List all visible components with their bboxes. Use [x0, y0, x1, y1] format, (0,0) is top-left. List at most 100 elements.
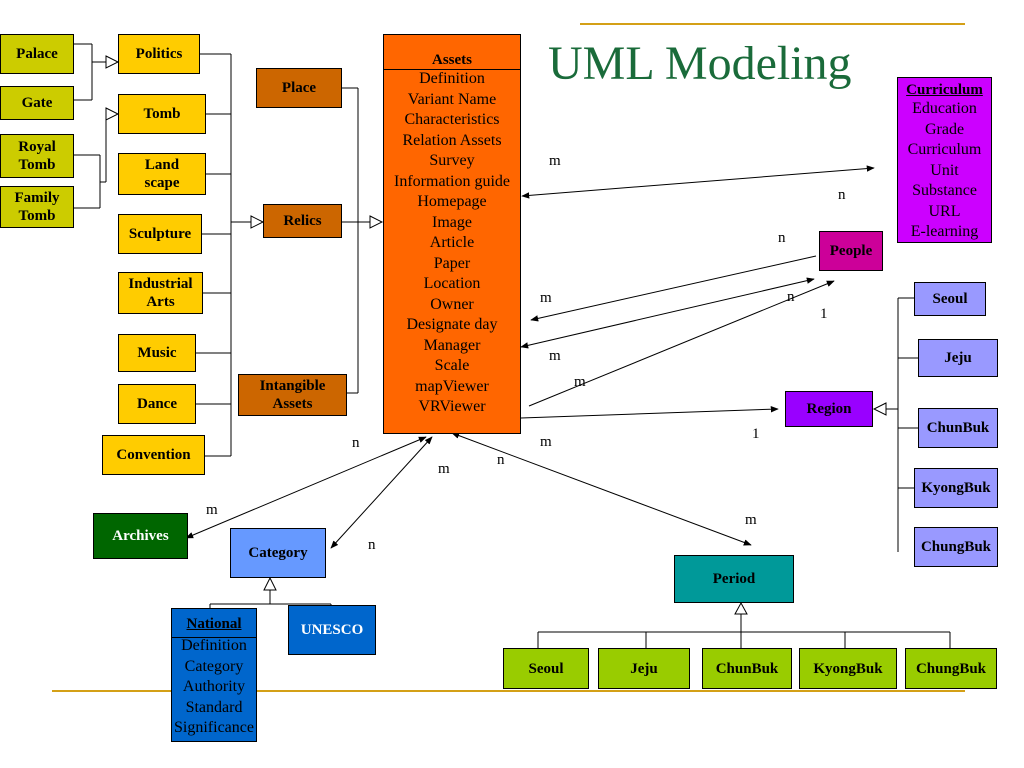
- curriculum-attr-grade: Grade: [924, 120, 965, 138]
- mult-period-n: n: [497, 452, 505, 468]
- region-seoul-label: Seoul: [932, 291, 968, 307]
- period-chungbuk-box: ChungBuk: [905, 648, 997, 689]
- mult-assets-m1: m: [540, 290, 552, 306]
- region-kyongbuk-box: KyongBuk: [914, 468, 998, 508]
- mult-archives-n: n: [352, 435, 360, 451]
- intangible-assets-label: Intangible Assets: [259, 378, 326, 412]
- unesco-label: UNESCO: [300, 622, 364, 638]
- mult-people-1: 1: [820, 306, 828, 322]
- region-label: Region: [806, 401, 852, 417]
- assets-attr-characteristics: Characteristics: [404, 111, 500, 128]
- assets-attr-scale: Scale: [434, 357, 470, 374]
- gate-box: Gate: [0, 86, 74, 120]
- curriculum-attr-unit: Unit: [930, 161, 959, 179]
- mult-region-m: m: [540, 434, 552, 450]
- period-seoul-box: Seoul: [503, 648, 589, 689]
- assets-attr-mapviewer: mapViewer: [415, 377, 489, 395]
- assets-attr-vrviewer: VRViewer: [418, 398, 486, 415]
- period-jeju-box: Jeju: [598, 648, 690, 689]
- period-jeju-label: Jeju: [630, 660, 658, 677]
- convention-label: Convention: [116, 447, 191, 463]
- national-title: National: [186, 616, 242, 632]
- assets-attr-manager: Manager: [423, 336, 481, 354]
- royal-tomb-box: Royal Tomb: [0, 134, 74, 178]
- music-box: Music: [118, 334, 196, 372]
- curriculum-attr-url: URL: [928, 202, 961, 220]
- national-attr-significance: Significance: [174, 719, 254, 736]
- place-box: Place: [256, 68, 342, 108]
- period-label: Period: [712, 571, 756, 587]
- assets-attr-homepage: Homepage: [417, 193, 487, 210]
- landscape-label: Land scape: [144, 157, 180, 191]
- dance-box: Dance: [118, 384, 196, 424]
- landscape-box: Land scape: [118, 153, 206, 195]
- politics-label: Politics: [135, 46, 183, 62]
- region-seoul-box: Seoul: [914, 282, 986, 316]
- mult-category-m: m: [438, 461, 450, 477]
- palace-label: Palace: [16, 46, 58, 62]
- place-label: Place: [281, 80, 317, 96]
- period-chunbuk-label: ChunBuk: [715, 660, 779, 677]
- tomb-label: Tomb: [143, 106, 181, 122]
- mult-people-n2: n: [787, 289, 795, 305]
- industrial-arts-box: Industrial Arts: [118, 272, 203, 314]
- region-chunbuk-label: ChunBuk: [926, 420, 990, 436]
- period-seoul-label: Seoul: [528, 660, 564, 677]
- family-tomb-label: Family Tomb: [14, 190, 60, 224]
- curriculum-class: Curriculum Education Grade Curriculum Un…: [897, 77, 992, 243]
- mult-period-m: m: [745, 512, 757, 528]
- assets-attr-survey: Survey: [429, 152, 475, 169]
- mult-archives-m: m: [206, 502, 218, 518]
- mult-assets-m2: m: [549, 348, 561, 364]
- assets-attr-article: Article: [429, 234, 475, 251]
- assets-attr-variant-name: Variant Name: [407, 90, 497, 108]
- region-box: Region: [785, 391, 873, 427]
- national-attr-category: Category: [184, 657, 244, 675]
- assets-attr-owner: Owner: [430, 295, 474, 313]
- archives-label: Archives: [112, 528, 169, 544]
- region-kyongbuk-label: KyongBuk: [921, 480, 991, 496]
- relics-label: Relics: [283, 213, 322, 229]
- region-jeju-box: Jeju: [918, 339, 998, 377]
- convention-box: Convention: [102, 435, 205, 475]
- assets-attr-definition: Definition: [419, 70, 485, 87]
- region-jeju-label: Jeju: [944, 350, 972, 366]
- family-tomb-box: Family Tomb: [0, 186, 74, 228]
- assets-attr-designate-day: Designate day: [406, 316, 498, 333]
- people-box: People: [819, 231, 883, 271]
- curriculum-attr-education: Education: [912, 100, 977, 117]
- national-attr-standard: Standard: [185, 698, 243, 716]
- national-class: National Definition Category Authority S…: [171, 608, 257, 742]
- sculpture-label: Sculpture: [128, 226, 192, 242]
- curriculum-title: Curriculum: [906, 82, 983, 98]
- tomb-box: Tomb: [118, 94, 206, 134]
- curriculum-attr-e-learning: E-learning: [910, 223, 979, 240]
- mult-category-n: n: [368, 537, 376, 553]
- national-divider: [172, 637, 256, 638]
- period-chungbuk-label: ChungBuk: [915, 660, 987, 677]
- relics-box: Relics: [263, 204, 342, 238]
- national-attr-authority: Authority: [182, 678, 246, 695]
- region-chunbuk-box: ChunBuk: [918, 408, 998, 448]
- unesco-box: UNESCO: [288, 605, 376, 655]
- category-label: Category: [248, 545, 308, 561]
- national-attr-definition: Definition: [181, 637, 247, 654]
- politics-box: Politics: [118, 34, 200, 74]
- industrial-arts-label: Industrial Arts: [128, 276, 193, 310]
- music-label: Music: [137, 345, 177, 361]
- assets-attr-information-guide: Information guide: [394, 172, 510, 190]
- category-box: Category: [230, 528, 326, 578]
- dance-label: Dance: [137, 396, 177, 412]
- curriculum-attr-substance: Substance: [912, 182, 977, 199]
- assets-divider: [384, 69, 520, 70]
- national-attribute-list: Definition Category Authority Standard S…: [174, 636, 254, 739]
- region-chungbuk-label: ChungBuk: [920, 539, 992, 555]
- assets-class: Assets Definition Variant Name Character…: [383, 34, 521, 434]
- curriculum-attr-curriculum: Curriculum: [907, 141, 982, 158]
- period-chunbuk-box: ChunBuk: [702, 648, 792, 689]
- period-kyongbuk-box: KyongBuk: [799, 648, 897, 689]
- slide-title: UML Modeling: [548, 37, 852, 90]
- intangible-assets-box: Intangible Assets: [238, 374, 347, 416]
- mult-curriculum-n: n: [838, 187, 846, 203]
- archives-box: Archives: [93, 513, 188, 559]
